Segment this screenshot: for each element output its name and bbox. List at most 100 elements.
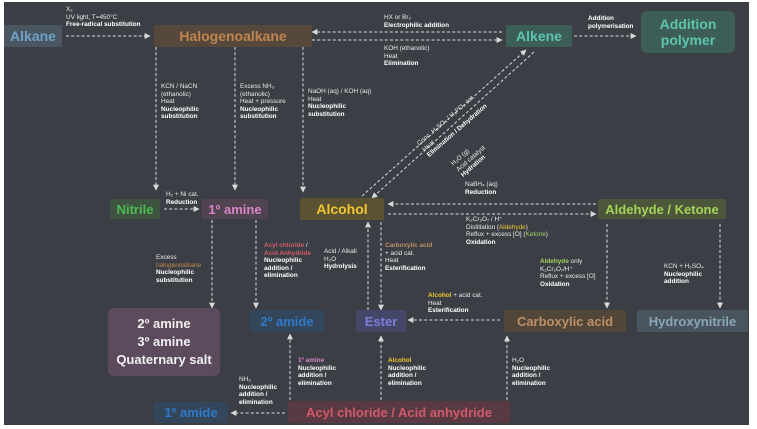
cond-text: + acid cat. [385,249,415,257]
label-halogenoalkane-to-amine: Excess NH₃ (ethanolic) Heat + pressure N… [240,83,286,121]
cond-text: X₂ [66,6,73,13]
cond-type: Nucleophilic [664,270,702,278]
node-secondary-amine-label: 2º amine [137,316,191,331]
cond-type: addition / [512,372,541,380]
node-primary-amide-label: 1º amide [164,405,218,420]
cond-type: addition [664,278,689,286]
cond-type: Esterification [385,264,426,272]
label-alkene-to-polymer: Addition polymerisation [588,15,633,30]
cond-type: Hydrolysis [324,263,357,271]
cond-type: Nucleophilic [388,364,426,372]
node-alcohol-label: Alcohol [316,201,368,217]
node-alkene-label: Alkene [516,28,562,44]
cond-text: KOH (ethanolic) [384,45,430,52]
cond-type: Nucleophilic [512,364,550,372]
node-alkene: Alkene [506,25,572,47]
label-aldehyde-to-alcohol: NaBH₄ (aq) Reduction [465,181,498,196]
cond-type: Nucleophilic [161,105,199,113]
cond-text: NH₃ [239,376,251,383]
label-acyl-to-secondary-amide: 1º amine Nucleophilic addition / elimina… [298,357,336,387]
cond-type: Elimination [384,60,419,68]
cond-type: substitution [240,113,277,121]
node-primary-amine-label: 1º amine [208,201,262,217]
label-ester-to-alcohol: Acid / Alkali H₂O Hydrolysis [324,248,357,271]
cond-text: 1º amine [298,357,325,364]
node-hydroxynitrile: Hydroxynitrile [637,310,748,332]
cond-text: H₂ + Ni cat. [166,191,199,198]
cond-type: substitution [161,113,198,121]
label-alkene-to-halogenoalkane: HX or Br₂ Electrophilic addition [384,14,449,29]
cond-type: Reduction [166,198,198,206]
label-nitrile-to-amine: H₂ + Ni cat. Reduction [166,191,199,206]
cond-text: Heat + pressure [240,98,286,106]
label-halogenoalkane-to-nitrile: KCN / NaCN (ethanolic) Heat Nucleophilic… [161,83,199,121]
node-alkane-label: Alkane [10,28,56,44]
cond-text: Acid / Alkali [324,248,357,255]
node-ester-label: Ester [364,313,398,329]
label-acyl-to-primary-amide: NH₃ Nucleophilic addition / elimination [239,376,277,406]
node-substituted-amines: 2º amine 3º amine Quaternary salt [108,308,220,376]
cond-text: NaOH (aq) / KOH (aq) [308,88,372,95]
label-acyl-to-ester: Alcohol Nucleophilic addition / eliminat… [388,357,426,387]
reaction-arrows [66,29,723,416]
cond-type: Reduction [465,188,497,196]
cond-type: Nucleophilic [156,269,194,277]
cond-text: Excess NH₃ [240,83,275,90]
cond-text: halogenoalkane [156,261,202,269]
cond-text: (ethanolic) [161,90,191,98]
cond-type: polymerisation [588,22,634,30]
node-nitrile-label: Nitrile [116,201,154,217]
cond-type: Esterification [428,307,469,315]
node-ester: Ester [356,310,406,332]
cond-text: Heat [384,52,398,60]
cond-text: Alcohol [388,357,412,364]
node-acyl-chloride-anhydride-label: Acyl chloride / Acid anhydride [306,404,492,420]
cond-type: substitution [308,110,345,118]
node-primary-amine: 1º amine [202,199,268,219]
cond-text: Acid Anhydride [264,249,311,257]
node-aldehyde-ketone: Aldehyde / Ketone [598,199,726,219]
cond-type: Oxidation [466,238,496,246]
cond-text: Alcohol + acid cat. [428,292,483,299]
cond-type: Oxidation [540,280,570,288]
cond-type: Nucleophilic [308,103,346,111]
node-secondary-amide-label: 2º amide [260,313,314,329]
cond-text: Heat [161,98,175,106]
node-nitrile: Nitrile [110,199,160,219]
cond-type: Addition [588,15,614,22]
label-halogenoalkane-to-alcohol: NaOH (aq) / KOH (aq) Heat Nucleophilic s… [308,88,371,118]
cond-text: H₂O [512,357,525,364]
node-primary-amide: 1º amide [154,402,228,423]
cond-text: KCN + H₂SO₄ [664,263,704,270]
label-amine-to-substituted: Excess halogenoalkane Nucleophilic subst… [156,254,201,284]
node-aldehyde-ketone-label: Aldehyde / Ketone [605,201,719,217]
cond-text: Distillation (Aldehyde) [466,223,528,231]
cond-type: elimination [298,379,332,387]
label-alcohol-to-aldehyde: K₂Cr₂O₇ / H⁺ Distillation (Aldehyde) Ref… [466,216,548,246]
label-acyl-to-carboxylic: H₂O Nucleophilic addition / elimination [512,357,550,387]
node-alcohol: Alcohol [300,198,384,220]
cond-text: Heat [308,95,322,103]
node-halogenoalkane-label: Halogenoalkane [179,28,287,44]
cond-text: KCN / NaCN [161,83,198,90]
label-halogenoalkane-to-alkene: KOH (ethanolic) Heat Elimination [384,45,429,68]
cond-type: addition / [239,391,268,399]
cond-type: elimination [388,379,422,387]
arrow-alcohol-to-alkene [361,49,527,197]
label-amine-to-secondary-amide: Acyl chloride / Acid Anhydride Nucleophi… [264,242,311,280]
node-hydroxynitrile-label: Hydroxynitrile [648,313,737,329]
node-carboxylic-acid: Carboxylic acid [504,310,626,332]
cond-type: substitution [156,276,193,284]
cond-text: Acyl chloride / [264,242,308,249]
node-tertiary-amine-label: 3º amine [137,334,191,349]
cond-type: Nucleophilic [264,257,302,265]
cond-text: Heat [428,299,442,307]
node-addition-polymer-label: Addition polymer [659,16,717,48]
node-addition-polymer: Addition polymer [641,11,735,53]
cond-type: Electrophilic addition [384,21,449,29]
label-aldehyde-to-hydroxynitrile: KCN + H₂SO₄ Nucleophilic addition [664,263,704,286]
cond-type: Nucleophilic [298,364,336,372]
cond-text: UV light, T=450°C [66,13,118,21]
label-carboxylic-to-ester: Alcohol + acid cat. Heat Esterification [428,292,483,315]
